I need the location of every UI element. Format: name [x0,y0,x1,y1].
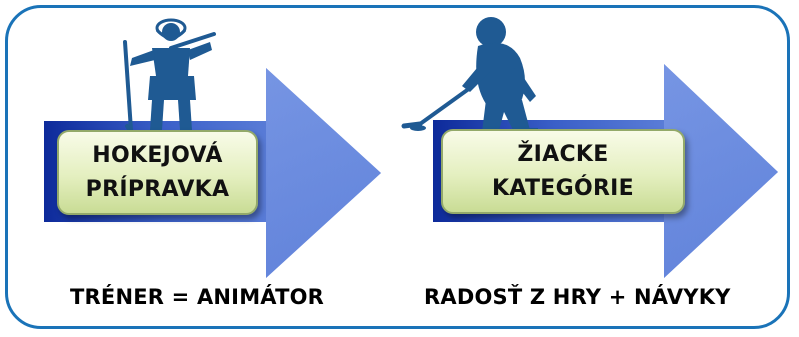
hockey-player-standing-icon [123,18,216,140]
stage-1-title-line1: HOKEJOVÁ [92,142,223,168]
stage-2-title-line1: ŽIACKE [517,141,609,167]
stage-2-box: ŽIACKE KATEGÓRIE [441,129,685,214]
stage-1-box: HOKEJOVÁ PRÍPRAVKA [57,130,258,215]
stage-2-title-line2: KATEGÓRIE [491,175,634,201]
stage-1-caption: TRÉNER = ANIMÁTOR [70,285,325,309]
stage-1-title-line2: PRÍPRAVKA [85,176,230,202]
stage-2-caption: RADOSŤ Z HRY + NÁVYKY [424,285,731,309]
